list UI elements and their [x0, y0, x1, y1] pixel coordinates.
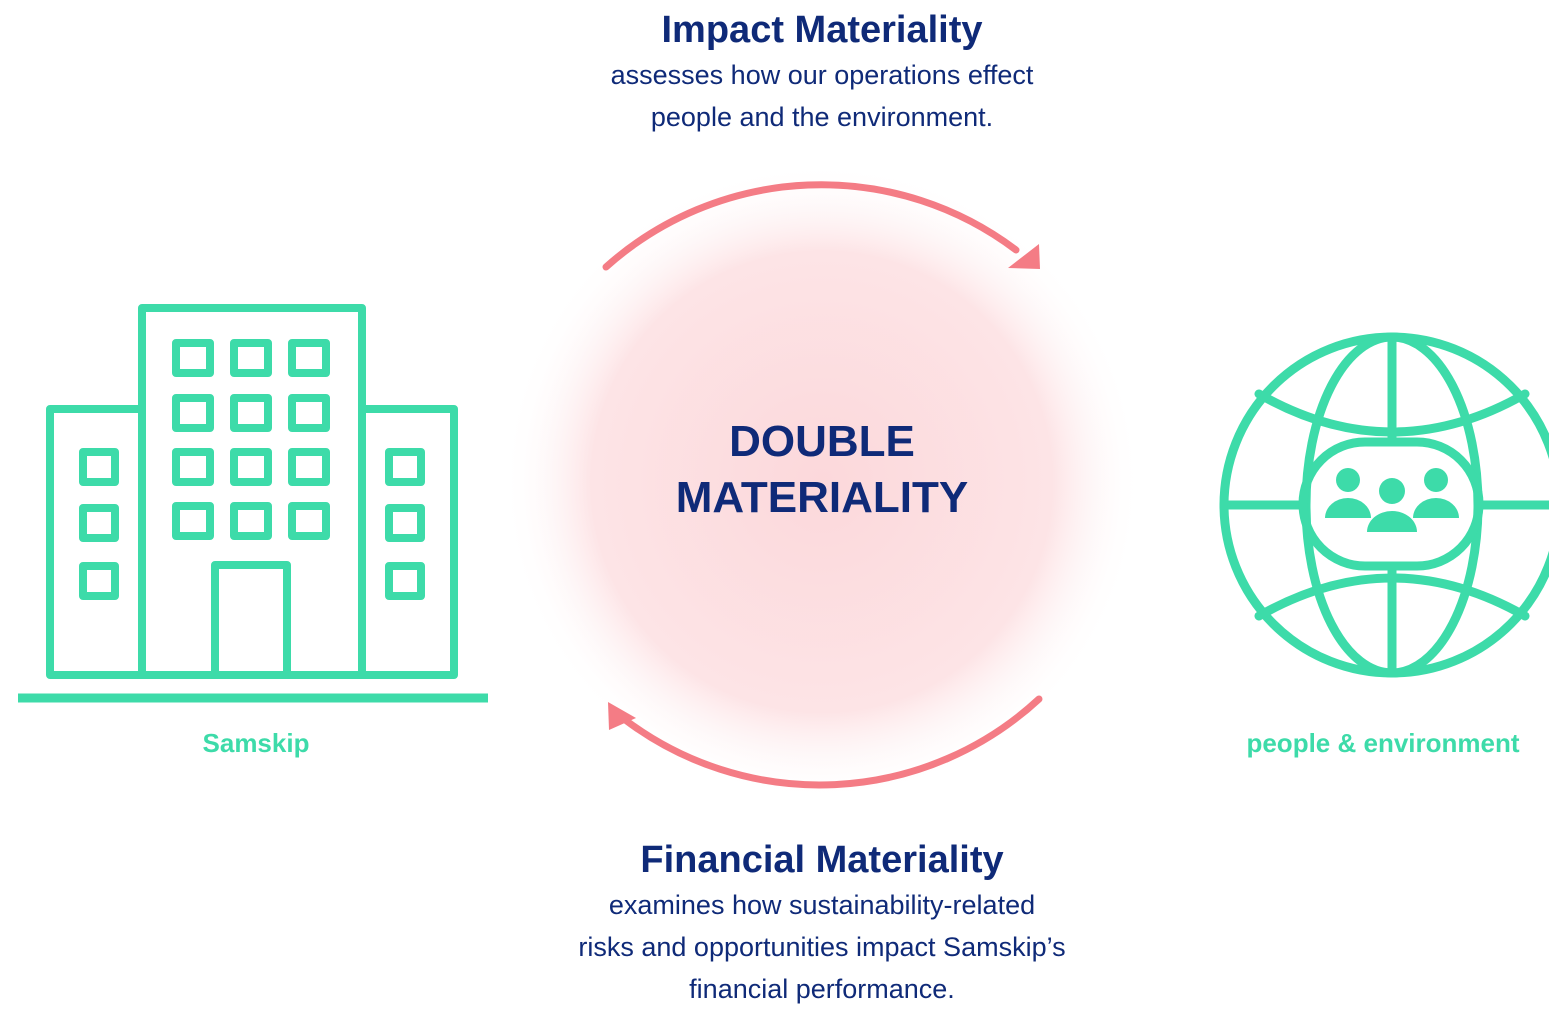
samskip-label: Samskip — [202, 728, 310, 758]
double-materiality-label: DOUBLE MATERIALITY — [582, 414, 1062, 526]
impact-arrow-arc — [602, 181, 1020, 271]
financial-materiality-description-line3: financial performance. — [689, 974, 955, 1004]
impact-arrow-head — [1008, 244, 1040, 269]
core-line2: MATERIALITY — [675, 473, 969, 522]
financial-materiality-description-line1: examines how sustainability-related — [608, 890, 1036, 920]
financial-arrow-head — [608, 702, 636, 730]
impact-materiality-title: Impact Materiality — [661, 9, 983, 51]
core-line1: DOUBLE — [729, 417, 915, 466]
building-icon — [18, 304, 488, 703]
impact-materiality-block: Impact Materiality assesses how our oper… — [472, 8, 1172, 138]
impact-materiality-description-line2: people and the environment. — [650, 102, 994, 132]
people-environment-label: people & environment — [1246, 728, 1520, 758]
globe-people-icon — [1219, 332, 1549, 678]
double-materiality-cycle — [502, 162, 1142, 802]
center-glow — [502, 162, 1142, 802]
impact-materiality-description-line1: assesses how our operations effect — [610, 60, 1034, 90]
financial-materiality-description-line2: risks and opportunities impact Samskip’s — [578, 932, 1066, 962]
financial-materiality-title: Financial Materiality — [640, 839, 1004, 881]
financial-materiality-block: Financial Materiality examines how susta… — [472, 838, 1172, 1010]
financial-arrow-arc — [620, 695, 1043, 789]
